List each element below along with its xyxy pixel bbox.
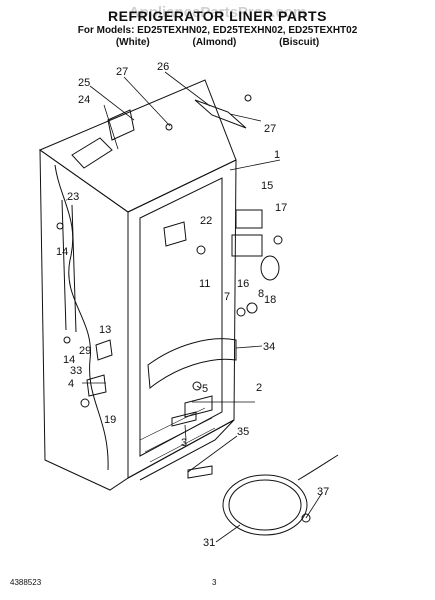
part-5 (192, 381, 202, 391)
screw-14a (56, 222, 64, 230)
callout-35: 35 (237, 426, 249, 438)
liner-floor-grid (139, 407, 216, 463)
hinge-bracket (71, 137, 113, 169)
callout-4: 4 (68, 378, 74, 390)
part-35 (187, 465, 213, 479)
callout-37: 37 (317, 486, 329, 498)
callout-8: 8 (258, 288, 264, 300)
callout-34: 34 (263, 341, 275, 353)
callout-7: 7 (224, 291, 230, 303)
part-19 (80, 398, 90, 408)
callout-25: 25 (78, 77, 90, 89)
callout-14b: 14 (63, 354, 75, 366)
color-biscuit: (Biscuit) (279, 37, 320, 48)
part-3 (171, 411, 197, 427)
liner-inner-panel (139, 177, 223, 457)
callout-17: 17 (275, 202, 287, 214)
part-22 (163, 221, 187, 247)
callout-1: 1 (274, 149, 280, 161)
part-15 (235, 209, 263, 229)
part-4 (86, 374, 107, 397)
screw-14b (63, 336, 71, 344)
part-16 (231, 234, 263, 257)
callout-11: 11 (199, 278, 210, 290)
callout-24: 24 (78, 94, 90, 106)
callout-27a: 27 (116, 66, 128, 78)
part-29 (95, 339, 113, 361)
callout-29: 29 (79, 345, 91, 357)
callout-18: 18 (264, 294, 276, 306)
callout-31: 31 (203, 537, 215, 549)
callout-3: 3 (181, 437, 187, 449)
callout-2: 2 (256, 382, 262, 394)
part-8 (246, 302, 258, 314)
color-almond: (Almond) (192, 37, 237, 48)
liner-wavy-edge (54, 164, 109, 471)
tubing-tail (297, 454, 339, 481)
color-white: (White) (115, 37, 150, 48)
screw-27b (244, 94, 252, 102)
part-2 (184, 395, 213, 418)
callout-15: 15 (261, 180, 273, 192)
callout-27b: 27 (264, 123, 276, 135)
crisper-cover (147, 338, 237, 389)
part-11 (196, 245, 206, 255)
page-number: 3 (212, 578, 217, 587)
callout-26: 26 (157, 61, 169, 73)
callout-labels: 1 2 3 4 5 7 8 11 13 14 14 15 16 17 18 19… (56, 61, 329, 549)
color-list: (White) (Almond) (Biscuit) (0, 37, 435, 48)
part-37 (301, 513, 311, 523)
callout-19: 19 (104, 414, 116, 426)
doc-number: 4388523 (10, 578, 42, 587)
callout-13: 13 (99, 324, 111, 336)
screw-27a (165, 123, 173, 131)
part-18 (260, 255, 280, 281)
model-list: For Models: ED25TEXHN02, ED25TEXHN02, ED… (77, 25, 358, 36)
liner-floor (127, 419, 235, 481)
hinge-plate (107, 109, 135, 141)
watermark: AppliancePartsPros.com (128, 4, 307, 21)
tubing-coil (222, 474, 308, 536)
liner-back-wall (127, 159, 237, 479)
part-17 (273, 235, 283, 245)
callout-23: 23 (67, 191, 79, 203)
leader-lines (66, 71, 323, 543)
callout-33: 33 (70, 365, 82, 377)
liner-channel (61, 199, 77, 333)
tubing-coil-inner (228, 479, 302, 531)
liner-drawing (38, 71, 339, 543)
callout-5: 5 (202, 383, 208, 395)
diagram-title: REFRIGERATOR LINER PARTS (108, 8, 327, 24)
top-strip (194, 99, 247, 129)
liner-left-wall (39, 149, 129, 491)
callout-14a: 14 (56, 246, 68, 258)
callout-16: 16 (237, 278, 249, 290)
callout-22: 22 (200, 215, 212, 227)
part-7 (236, 307, 246, 317)
